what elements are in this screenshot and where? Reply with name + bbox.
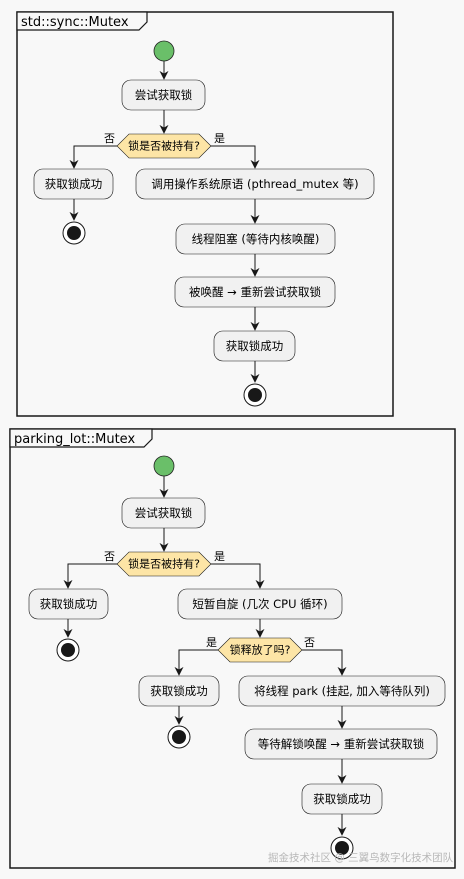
final-acquire-action: 获取锁成功 bbox=[301, 783, 383, 815]
yes-branch-label: 是 bbox=[214, 550, 225, 563]
thread-block-label: 线程阻塞 (等待内核唤醒) bbox=[192, 232, 320, 246]
no-branch-label: 否 bbox=[104, 132, 115, 145]
os-primitive-label: 调用操作系统原语 (pthread_mutex 等) bbox=[151, 177, 358, 191]
lock-held-decision: 锁是否被持有? bbox=[116, 133, 212, 159]
parking-lot-mutex-diagram: parking_lot::Mutex 尝试获取锁 锁是否被持有? 否 是 获取锁… bbox=[9, 428, 456, 869]
wait-unlock-label: 等待解锁唤醒 → 重新尝试获取锁 bbox=[258, 737, 425, 751]
start-node bbox=[153, 455, 175, 477]
lock-held-decision: 锁是否被持有? bbox=[116, 551, 212, 577]
no-branch-label: 否 bbox=[104, 550, 115, 563]
thread-block-action: 线程阻塞 (等待内核唤醒) bbox=[175, 223, 336, 255]
parking-lot-title-tab bbox=[9, 428, 153, 448]
final-acquire-action: 获取锁成功 bbox=[213, 330, 296, 362]
stop-node bbox=[243, 383, 267, 407]
acquire-success-label: 获取锁成功 bbox=[45, 177, 103, 191]
try-lock-action: 尝试获取锁 bbox=[121, 497, 206, 529]
lock-held-question: 锁是否被持有? bbox=[128, 557, 200, 571]
stop-node bbox=[62, 221, 86, 245]
acquire-success-action: 获取锁成功 bbox=[33, 168, 114, 200]
final-acquire-label: 获取锁成功 bbox=[226, 339, 284, 353]
parking-lot-frame bbox=[9, 428, 456, 869]
lock-released-decision: 锁释放了吗? bbox=[217, 637, 303, 663]
acquire-success-label: 获取锁成功 bbox=[40, 597, 98, 611]
acquire-success-action: 获取锁成功 bbox=[28, 588, 109, 620]
wakeup-retry-label: 被唤醒 → 重新尝试获取锁 bbox=[189, 285, 321, 299]
lock-released-question: 锁释放了吗? bbox=[230, 643, 291, 657]
try-lock-label: 尝试获取锁 bbox=[135, 88, 193, 102]
stop-node bbox=[167, 725, 191, 749]
yes-branch-label: 是 bbox=[214, 132, 225, 145]
try-lock-label: 尝试获取锁 bbox=[135, 506, 193, 520]
no-branch-label-2: 否 bbox=[304, 636, 315, 649]
parking-lot-title: parking_lot::Mutex bbox=[14, 432, 135, 447]
acquire-success-action-2: 获取锁成功 bbox=[138, 675, 220, 707]
std-mutex-diagram: std::sync::Mutex 尝试获取锁 锁是否被持有? 否 是 获取锁成功… bbox=[16, 11, 394, 417]
park-thread-action: 将线程 park (挂起, 加入等待队列) bbox=[238, 675, 446, 707]
std-mutex-title-tab bbox=[16, 11, 148, 31]
watermark: 掘金技术社区 @ 三翼鸟数字化技术团队 bbox=[268, 851, 454, 864]
spin-action: 短暂自旋 (几次 CPU 循环) bbox=[177, 588, 343, 620]
std-mutex-frame bbox=[16, 11, 394, 417]
final-acquire-label: 获取锁成功 bbox=[313, 792, 371, 806]
stop-node bbox=[330, 836, 354, 860]
start-node bbox=[153, 40, 175, 62]
spin-label: 短暂自旋 (几次 CPU 循环) bbox=[192, 597, 327, 611]
acquire-success-label-2: 获取锁成功 bbox=[150, 684, 208, 698]
stop-node bbox=[56, 638, 80, 662]
wait-unlock-action: 等待解锁唤醒 → 重新尝试获取锁 bbox=[244, 728, 438, 760]
yes-branch-label-2: 是 bbox=[206, 636, 217, 649]
try-lock-action: 尝试获取锁 bbox=[121, 79, 206, 111]
wakeup-retry-action: 被唤醒 → 重新尝试获取锁 bbox=[174, 276, 336, 308]
std-mutex-title: std::sync::Mutex bbox=[21, 15, 129, 30]
park-thread-label: 将线程 park (挂起, 加入等待队列) bbox=[254, 684, 430, 698]
os-primitive-action: 调用操作系统原语 (pthread_mutex 等) bbox=[135, 168, 375, 200]
lock-held-question: 锁是否被持有? bbox=[128, 139, 200, 153]
